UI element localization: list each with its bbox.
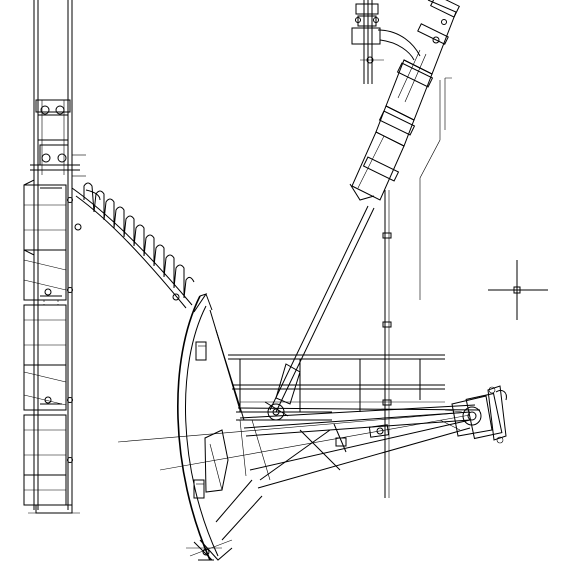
- lifting-device: [351, 0, 421, 84]
- hydraulic-cylinder: [264, 0, 460, 421]
- handrail: [228, 354, 445, 412]
- sector-gate: [177, 293, 263, 561]
- guide-rail: [382, 77, 452, 498]
- crosshair-cursor-icon: [488, 260, 548, 320]
- arc-grate-screen: [71, 182, 195, 309]
- vertical-tower: [23, 0, 86, 514]
- pivot-hub: [439, 385, 507, 444]
- gate-arms: [117, 404, 481, 489]
